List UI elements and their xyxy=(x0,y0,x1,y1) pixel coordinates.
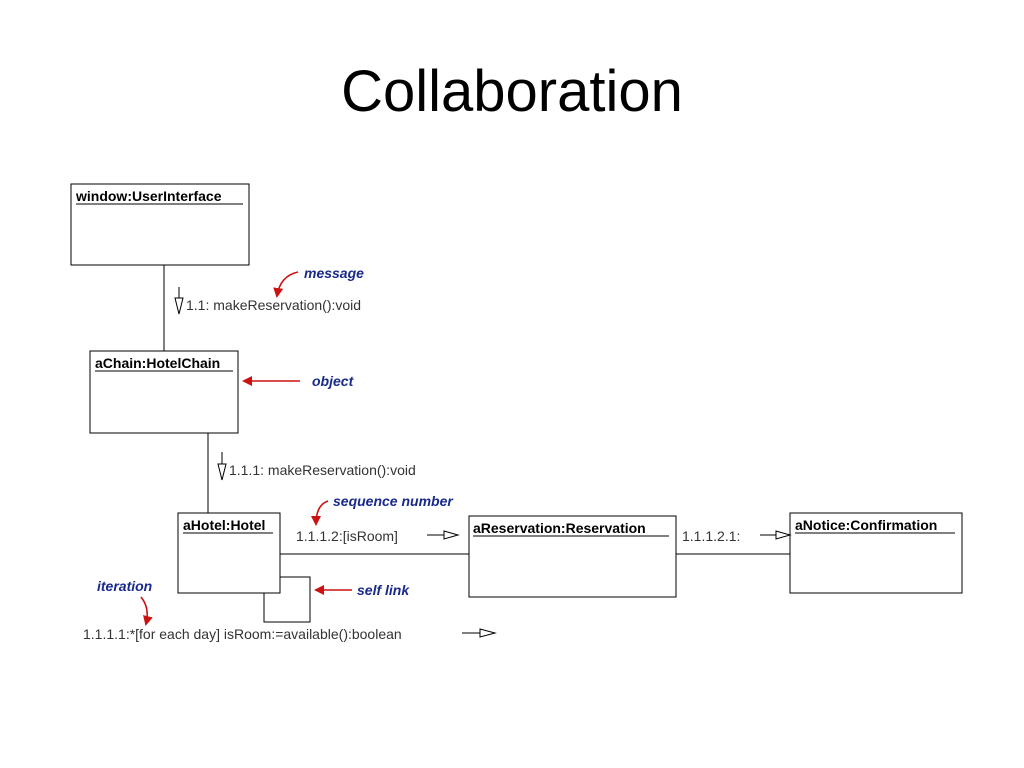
object-reservation: aReservation:Reservation xyxy=(468,515,677,598)
message-arrow-down-2 xyxy=(217,452,227,481)
self-link xyxy=(263,576,311,623)
object-window: window:UserInterface xyxy=(70,183,250,266)
message-arrow-right-1 xyxy=(427,530,460,540)
annotation-object: object xyxy=(312,373,355,389)
message-label-3: 1.1.1.2:[isRoom] xyxy=(296,528,398,544)
slide-title: Collaboration xyxy=(341,59,683,124)
message-arrow-right-2 xyxy=(760,530,792,540)
object-hotel: aHotel:Hotel xyxy=(177,512,281,594)
message-label-5: 1.1.1.1:*[for each day] isRoom:=availabl… xyxy=(83,626,402,642)
object-chain-label: aChain:HotelChain xyxy=(95,355,220,371)
object-reservation-label: aReservation:Reservation xyxy=(473,520,646,536)
annotation-sequence-number-arrow xyxy=(311,500,329,526)
message-label-4: 1.1.1.2.1: xyxy=(682,528,740,544)
message-label-2: 1.1.1: makeReservation():void xyxy=(229,462,416,478)
object-notice-label: aNotice:Confirmation xyxy=(795,517,937,533)
message-arrow-right-3 xyxy=(462,628,497,638)
object-window-label: window:UserInterface xyxy=(75,188,222,204)
message-label-1: 1.1: makeReservation():void xyxy=(186,297,361,313)
object-chain: aChain:HotelChain xyxy=(89,350,239,434)
annotation-message: message xyxy=(304,265,364,281)
annotation-message-arrow xyxy=(273,271,299,298)
annotation-iteration-arrow xyxy=(140,596,153,626)
object-notice: aNotice:Confirmation xyxy=(789,512,963,594)
annotation-iteration: iteration xyxy=(97,578,152,594)
message-arrow-down-1 xyxy=(174,287,184,315)
object-hotel-label: aHotel:Hotel xyxy=(183,517,265,533)
annotation-sequence-number: sequence number xyxy=(333,493,454,509)
annotation-self-link: self link xyxy=(357,582,410,598)
